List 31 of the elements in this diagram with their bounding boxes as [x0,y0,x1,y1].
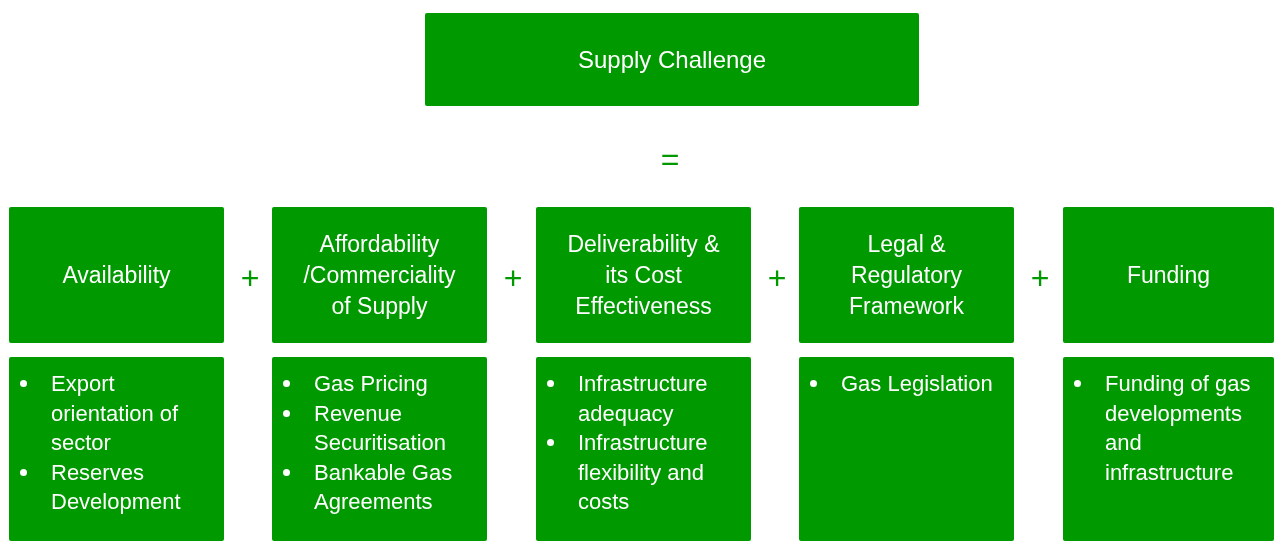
box-title: Funding [1126,260,1211,290]
bullet-text: Bankable Gas Agreements [314,459,453,514]
bullet-text: Infrastructure flexibility and costs [578,430,708,514]
operator-sign: + [239,262,261,294]
box-title: Affordability /Commerciality of Supply [302,229,457,321]
header-box [1063,207,1274,343]
bullet-text: Revenue Securitisation [314,400,447,455]
bullet-text: Gas Pricing [314,371,428,396]
operator-sign: + [1029,262,1051,294]
header-box [272,207,487,343]
bullet-box [1063,357,1274,541]
header-box [536,207,751,343]
bullet-box [799,357,1014,541]
bullet-box [272,357,487,541]
header-box [9,207,224,343]
box-title: Deliverability & its Cost Effectiveness [566,229,721,321]
bullet-text: Reserves Development [51,459,181,514]
bullet-text: Gas Legislation [841,371,993,396]
header-box [425,13,919,106]
box-title: Availability [62,260,171,290]
operator-sign: + [766,262,788,294]
header-box [799,207,1014,343]
operator-sign: = [659,143,681,175]
bullet-box [9,357,224,541]
bullet-text: Funding of gas developments and infrastructure [1105,371,1251,485]
bullet-text: Infrastructure adequacy [578,371,708,426]
bullet-box [536,357,751,541]
operator-sign: + [502,262,524,294]
bullet-text: Export orientation of sector [51,371,179,455]
box-title: Supply Challenge [577,45,767,75]
box-title: Legal & Regulatory Framework [848,229,965,321]
